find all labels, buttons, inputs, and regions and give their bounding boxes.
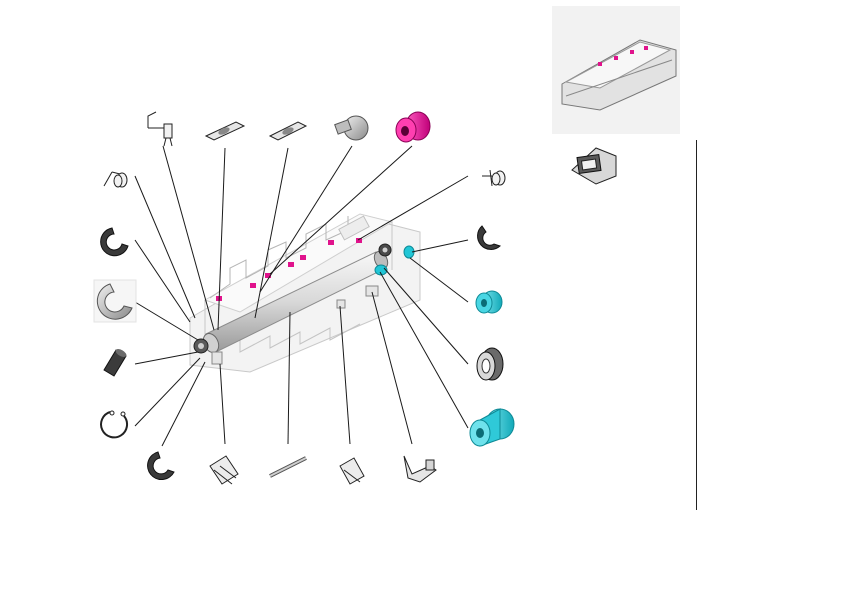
heat-roller [193, 243, 415, 365]
gear-housing-icon [571, 147, 617, 185]
bushing-icon [475, 290, 503, 314]
sidebar-divider [696, 140, 697, 510]
mount-bracket-icon [403, 455, 437, 483]
pin-icon [103, 349, 127, 377]
leader-lines [134, 145, 469, 447]
e-ring-large-icon [93, 279, 137, 323]
snap-ring-icon [100, 410, 129, 439]
terminal-icon [209, 455, 239, 485]
sidebar-fuser-thumbnail [552, 6, 680, 134]
bracket-clip-icon [268, 121, 308, 141]
torsion-spring-icon [103, 171, 128, 188]
e-ring-icon [147, 451, 175, 481]
screw-icon [334, 115, 369, 141]
wire-spring-icon [147, 111, 173, 147]
e-ring-icon [100, 227, 129, 257]
gear-icon [395, 111, 431, 143]
terminal-icon [339, 457, 365, 485]
bearing-ring-icon [476, 347, 504, 381]
torsion-spring-icon [482, 169, 506, 187]
shaft-pin-icon [269, 456, 307, 478]
roller-icon [469, 408, 515, 447]
e-ring-icon [477, 225, 501, 250]
bracket-clip-icon [204, 121, 246, 141]
